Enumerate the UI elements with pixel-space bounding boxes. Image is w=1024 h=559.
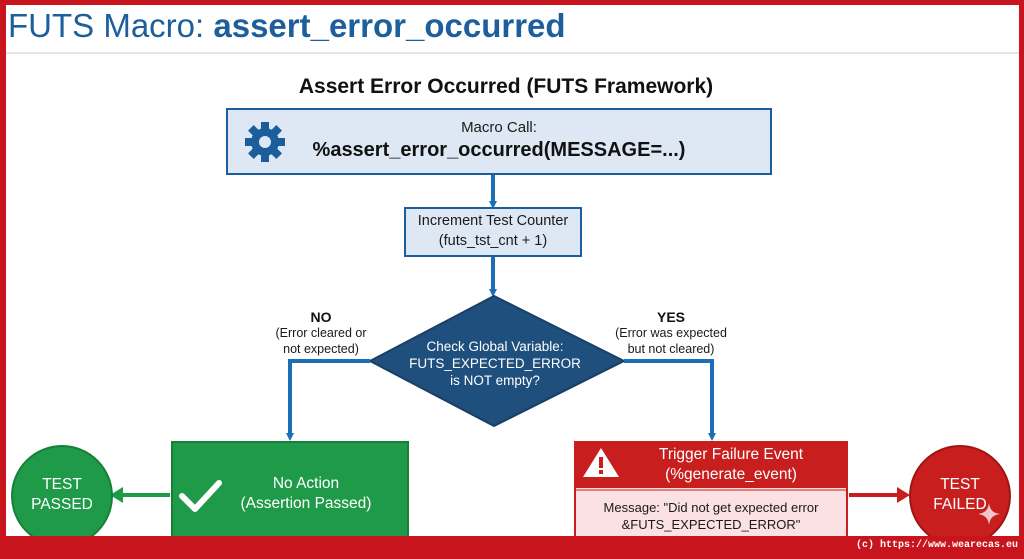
failure-event-message-line1: Message: "Did not get expected error bbox=[603, 500, 819, 515]
test-passed-line1: TEST bbox=[42, 476, 82, 493]
decision-line3: is NOT empty? bbox=[450, 373, 540, 388]
arrow-head-test-failed bbox=[897, 487, 910, 503]
diagram-title: Assert Error Occurred (FUTS Framework) bbox=[298, 75, 714, 98]
yes-branch-label: YES bbox=[656, 309, 685, 325]
checkmark-icon bbox=[179, 480, 222, 512]
increment-line1: Increment Test Counter bbox=[417, 213, 569, 229]
warning-icon bbox=[583, 448, 619, 477]
macro-call-box bbox=[226, 108, 772, 175]
failure-event-line2: (%generate_event) bbox=[665, 466, 797, 483]
gear-icon bbox=[245, 122, 285, 162]
test-passed-circle bbox=[11, 445, 113, 536]
yes-branch-note-line2: but not cleared) bbox=[627, 342, 715, 356]
test-passed-line2: PASSED bbox=[31, 496, 93, 513]
page-title-prefix: FUTS Macro: bbox=[8, 7, 214, 44]
yes-branch-note-line1: (Error was expected bbox=[615, 326, 727, 340]
title-divider bbox=[6, 52, 1019, 54]
sparkle-icon bbox=[978, 503, 1000, 525]
test-failed-line2: FAILED bbox=[933, 496, 987, 513]
no-branch-note-line2: not expected) bbox=[283, 342, 359, 356]
macro-call-label: Macro Call: bbox=[461, 119, 537, 136]
footer-credit: (c) https://www.wearecas.eu bbox=[855, 540, 1018, 551]
slide: FUTS Macro: assert_error_occurred bbox=[6, 5, 1019, 536]
flowchart bbox=[11, 108, 1011, 536]
no-action-line1: No Action bbox=[272, 475, 340, 492]
page-title-macro-name: assert_error_occurred bbox=[213, 7, 566, 44]
no-branch-label: NO bbox=[310, 309, 332, 325]
arrow-head-test-passed bbox=[110, 487, 123, 503]
failure-event-line1: Trigger Failure Event bbox=[658, 446, 804, 463]
no-branch-note-line1: (Error cleared or bbox=[275, 326, 367, 340]
yes-branch-connector bbox=[624, 359, 716, 441]
increment-line2: (futs_tst_cnt + 1) bbox=[438, 233, 548, 249]
page-title: FUTS Macro: assert_error_occurred bbox=[8, 7, 566, 45]
decision-diamond bbox=[367, 294, 627, 428]
decision-line1: Check Global Variable: bbox=[426, 339, 564, 354]
test-failed-line1: TEST bbox=[940, 476, 980, 493]
failure-event-message-line2: &FUTS_EXPECTED_ERROR" bbox=[621, 517, 801, 532]
no-action-line2: (Assertion Passed) bbox=[240, 495, 372, 512]
decision-line2: FUTS_EXPECTED_ERROR bbox=[409, 356, 581, 371]
no-branch-connector bbox=[286, 359, 370, 441]
macro-call-code: %assert_error_occurred(MESSAGE=...) bbox=[312, 139, 686, 161]
failure-event-header bbox=[575, 442, 847, 488]
increment-box bbox=[404, 207, 582, 257]
